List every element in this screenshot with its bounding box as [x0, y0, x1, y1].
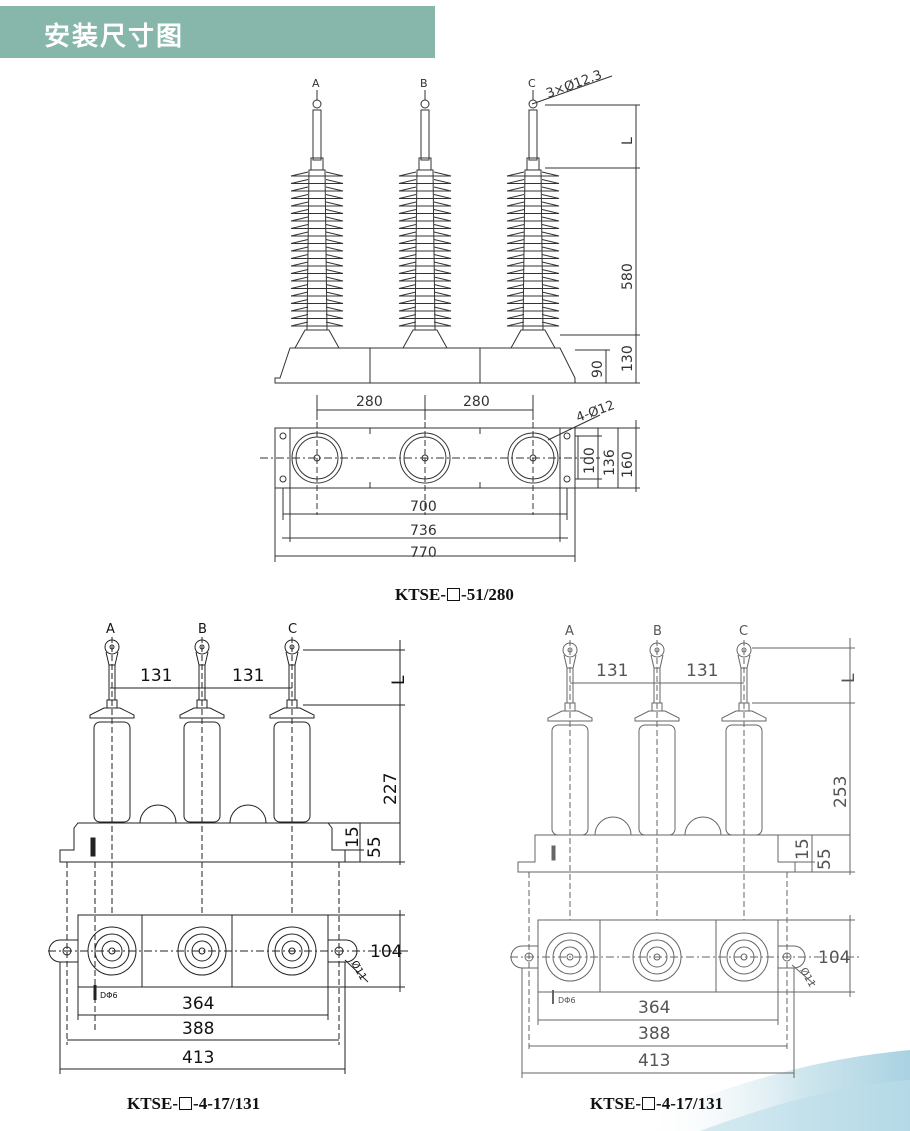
dim-580: 580 [620, 263, 636, 290]
phase-label-a: A [312, 77, 320, 90]
dim-15: 15 [793, 838, 813, 860]
insulator [506, 90, 560, 349]
dim-104: 104 [818, 948, 850, 968]
dim-160: 160 [620, 451, 636, 478]
phase-pole [721, 640, 767, 920]
dim-55: 55 [815, 848, 835, 870]
dim-L: L [620, 137, 636, 145]
ground-note: DΦ6 [100, 991, 118, 1000]
ground-note: DΦ6 [558, 996, 576, 1005]
dim-736: 736 [410, 523, 437, 539]
insulator [398, 90, 452, 349]
dim-253: 253 [831, 776, 851, 808]
dim-413: 413 [182, 1048, 214, 1068]
phase-pole [89, 637, 135, 915]
dim-L: L [389, 675, 409, 685]
phase-pole [634, 640, 680, 920]
decorative-wave [640, 1050, 910, 1131]
dim-388: 388 [182, 1019, 214, 1039]
dim-770: 770 [410, 545, 437, 561]
phase-pole [179, 637, 225, 915]
phase-label-c: C [288, 622, 297, 637]
phase-label-b: B [198, 622, 207, 637]
dim-104: 104 [370, 942, 402, 962]
caption-drawing-1: KTSE--51/280 [395, 585, 514, 604]
drawing-1-elevation [274, 75, 640, 420]
dim-90: 90 [590, 360, 606, 378]
model-placeholder-box [447, 588, 461, 601]
dim-413: 413 [638, 1051, 670, 1071]
dim-55: 55 [365, 836, 385, 858]
phase-pole [547, 640, 593, 920]
caption-drawing-3: KTSE--4-17/131 [590, 1094, 724, 1113]
drawing-1-plan [260, 395, 640, 562]
dim-131-left: 131 [596, 661, 628, 681]
drawing-2-elevation [59, 637, 405, 915]
mount-hole-note: 4-Ø12 [574, 398, 616, 426]
insulator [290, 90, 344, 349]
phase-label-c: C [528, 77, 536, 90]
hole-dia: Ø11 [797, 966, 818, 990]
hole-dia: Ø11 [348, 959, 369, 983]
dim-364: 364 [182, 994, 214, 1014]
hole-note: 3×Ø12.3 [544, 68, 604, 102]
drawing-2-plan [48, 862, 410, 1074]
phase-pole [269, 637, 315, 915]
phase-label-c: C [739, 624, 748, 639]
dim-131-left: 131 [140, 666, 172, 686]
dim-364: 364 [638, 998, 670, 1018]
phase-label-b: B [653, 624, 662, 639]
dim-131-right: 131 [686, 661, 718, 681]
caption-drawing-2: KTSE--4-17/131 [127, 1094, 261, 1113]
dim-100: 100 [582, 447, 598, 474]
drawing-3-elevation [517, 638, 855, 920]
page-title: 安装尺寸图 [44, 22, 185, 52]
model-placeholder-box [642, 1097, 656, 1110]
dim-700: 700 [410, 499, 437, 515]
dim-131-right: 131 [232, 666, 264, 686]
dim-388: 388 [638, 1024, 670, 1044]
phase-label-a: A [565, 624, 574, 639]
drawing-3-plan [510, 872, 860, 1078]
dim-L: L [839, 673, 859, 683]
terminal-circle [719, 932, 769, 982]
dim-280-right: 280 [463, 394, 490, 410]
dim-130: 130 [620, 345, 636, 372]
dim-15: 15 [343, 826, 363, 848]
model-placeholder-box [179, 1097, 193, 1110]
phase-label-b: B [420, 77, 428, 90]
dim-136: 136 [602, 449, 618, 476]
phase-label-a: A [106, 622, 115, 637]
dim-280-left: 280 [356, 394, 383, 410]
terminal-circle [177, 926, 227, 976]
dim-227: 227 [381, 773, 401, 805]
header-banner [0, 6, 435, 58]
